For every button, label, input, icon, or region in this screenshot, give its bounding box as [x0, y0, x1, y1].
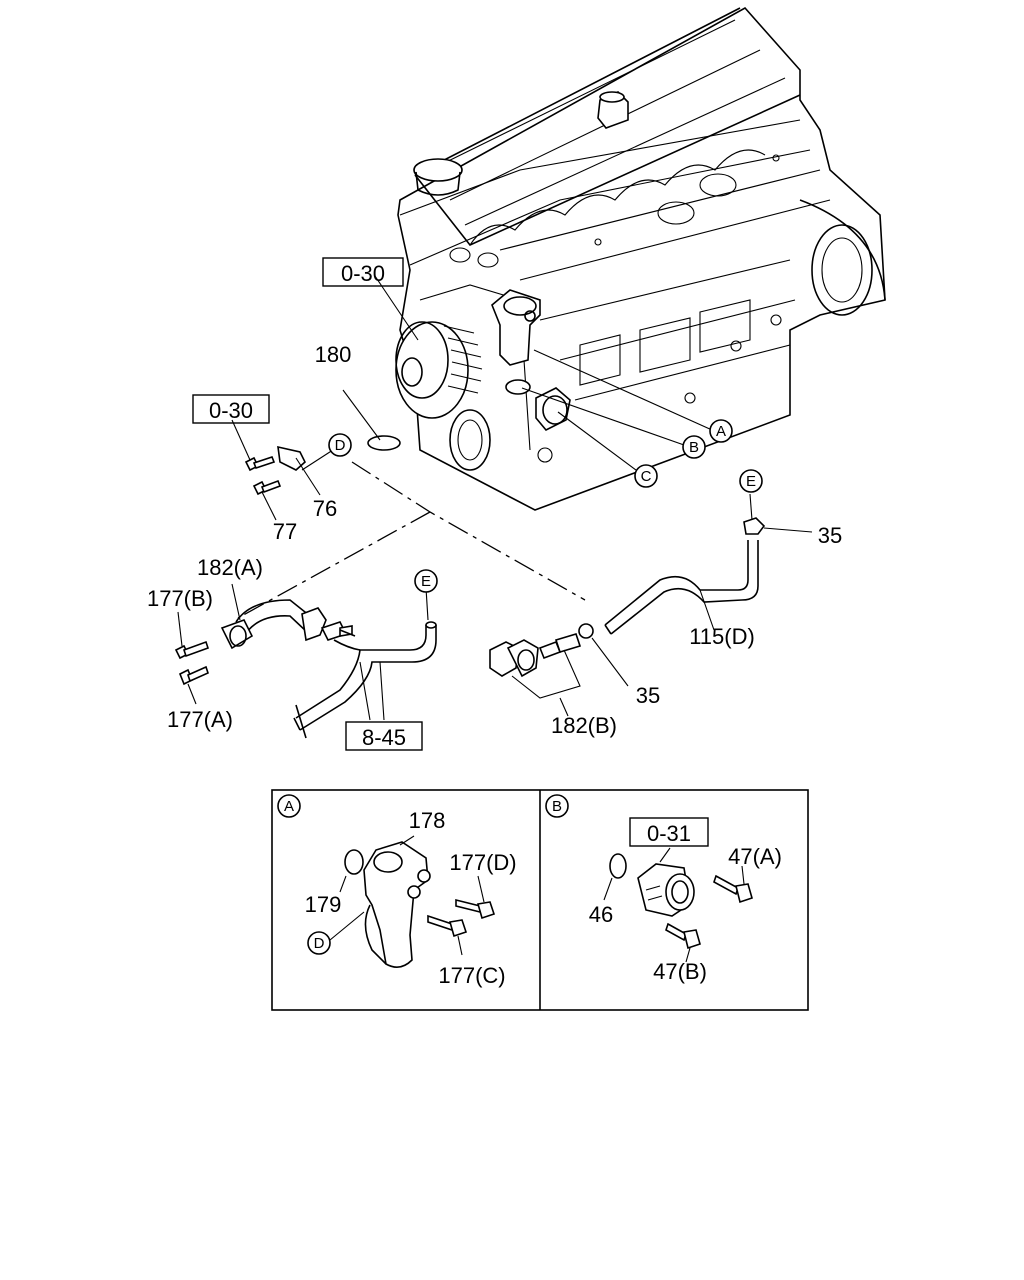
inset-a-callout-D: D [314, 935, 325, 952]
dash-dot-assembly-lines [237, 461, 586, 619]
callout-D: D [335, 437, 346, 454]
hose-115d [604, 540, 759, 635]
inset-b-letter: B [552, 798, 562, 815]
inset-panels: A D 178 179 177(D) 177(C) [271, 789, 809, 1011]
bolt-177d [455, 875, 496, 920]
callouts: A B C D E E [328, 419, 763, 593]
label-177b: 177(B) [147, 586, 213, 611]
label-178: 178 [409, 808, 446, 833]
ref-0-31: 0-31 [647, 821, 691, 846]
ref-box-0-30-left [192, 394, 270, 424]
thermostat-housing-178 [339, 835, 431, 968]
ref-box-0-31 [629, 817, 709, 847]
pipe-182a-assembly [220, 583, 353, 650]
callout-A: A [716, 423, 726, 440]
label-47a: 47(A) [728, 844, 782, 869]
inset-a-letter: A [284, 798, 294, 815]
water-outlet-pipe [603, 847, 695, 917]
bolt-177a [178, 665, 209, 705]
ref-box-8-45 [345, 721, 423, 751]
callout-B: B [689, 439, 699, 456]
label-179: 179 [305, 892, 342, 917]
clip-35-top [743, 493, 813, 535]
label-177c: 177(C) [438, 963, 505, 988]
clip-35-mid [578, 623, 629, 687]
ref-0-30-left: 0-30 [209, 398, 253, 423]
ref-0-30-top: 0-30 [341, 261, 385, 286]
ref-box-0-30-top [322, 257, 404, 287]
pipe-182b [489, 633, 582, 717]
label-177a: 177(A) [167, 707, 233, 732]
label-77: 77 [273, 519, 297, 544]
bolt-47a [713, 865, 753, 904]
crank-pulley [395, 321, 483, 419]
bolt-77 [252, 479, 282, 521]
label-115d: 115(D) [689, 624, 755, 649]
bracket-76 [277, 445, 321, 496]
callout-C: C [641, 468, 652, 485]
ref-8-45: 8-45 [362, 725, 406, 750]
engine-block [395, 6, 886, 511]
bolt-177c [427, 914, 468, 956]
thermostat-housing-on-engine [491, 289, 571, 431]
label-46: 46 [589, 902, 613, 927]
main-labels: 0-30 0-30 180 76 77 182(A) 177(B) 177(A)… [147, 257, 842, 751]
leader-lines [301, 275, 713, 471]
bolt-top-left [231, 419, 276, 472]
label-35-mid: 35 [636, 683, 660, 708]
bolt-177b [174, 611, 210, 660]
callout-E-left: E [421, 573, 431, 590]
label-35-top: 35 [818, 523, 842, 548]
callout-E-right: E [746, 473, 756, 490]
o-ring-180 [367, 435, 401, 451]
label-76: 76 [313, 496, 337, 521]
label-182a: 182(A) [197, 555, 263, 580]
label-47b: 47(B) [653, 959, 707, 984]
pipe-8-45 [293, 587, 437, 739]
label-182b: 182(B) [551, 713, 617, 738]
label-180: 180 [315, 342, 352, 367]
bolt-47b [665, 922, 701, 963]
label-177d: 177(D) [449, 850, 516, 875]
